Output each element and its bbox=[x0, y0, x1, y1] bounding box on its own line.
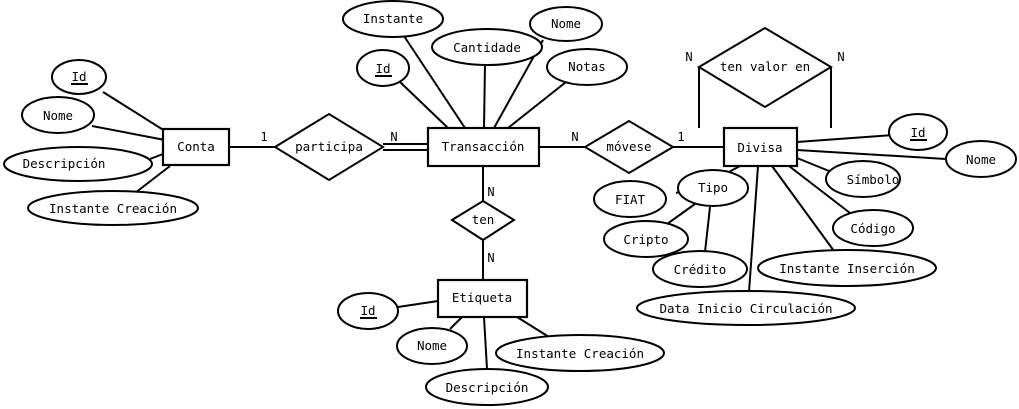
cardinalities: 1 N N 1 N N N N bbox=[260, 50, 844, 265]
attribute-divisa-tipo-label: Tipo bbox=[698, 180, 728, 195]
relationship-ten-valor-en[interactable]: ten valor en bbox=[697, 26, 833, 109]
attribute-etiqueta-descripcion[interactable]: Descripción bbox=[425, 368, 549, 406]
line-divisa-nome bbox=[796, 149, 947, 160]
line-divisa-id bbox=[796, 134, 894, 143]
relationship-ten-valor-en-label: ten valor en bbox=[720, 59, 810, 74]
attribute-tipo-credito-label: Crédito bbox=[674, 262, 727, 277]
attribute-etiqueta-instante-creacion-label: Instante Creación bbox=[516, 346, 644, 361]
cardinality-conta-participa: 1 bbox=[260, 130, 267, 144]
relationship-ten[interactable]: ten bbox=[450, 199, 516, 242]
cardinality-ten-etiqueta: N bbox=[487, 251, 494, 265]
attribute-divisa-data-inicio-circulacion[interactable]: Data Inicio Circulación bbox=[636, 290, 856, 326]
attribute-divisa-data-inicio-circulacion-label: Data Inicio Circulación bbox=[659, 301, 832, 316]
attribute-conta-id[interactable]: Id bbox=[51, 59, 107, 95]
attribute-conta-descripcion-label: Descripción bbox=[23, 156, 106, 171]
attribute-transaccion-cantidade-label: Cantidade bbox=[453, 40, 521, 55]
relationship-participa[interactable]: participa bbox=[273, 112, 385, 182]
line-transaccion-cantidade bbox=[483, 63, 486, 129]
entity-conta-label: Conta bbox=[177, 139, 215, 154]
line-transaccion-notas bbox=[507, 81, 567, 129]
line-divisa-codigo bbox=[788, 165, 851, 214]
cardinality-ten-valor-en-left: N bbox=[685, 50, 692, 64]
relationship-participa-label: participa bbox=[295, 139, 363, 154]
entity-etiqueta-label: Etiqueta bbox=[452, 290, 512, 305]
cardinality-movese-divisa: 1 bbox=[677, 130, 684, 144]
line-etiqueta-instante-creacion bbox=[516, 316, 550, 338]
line-conta-id bbox=[102, 91, 166, 132]
line-etiqueta-nome bbox=[449, 316, 463, 330]
entity-divisa-label: Divisa bbox=[737, 140, 782, 155]
attribute-transaccion-nome-label: Nome bbox=[551, 16, 581, 31]
cardinality-transaccion-ten: N bbox=[487, 185, 494, 199]
attribute-conta-instante-creacion-label: Instante Creación bbox=[49, 201, 177, 216]
line-conta-descripcion bbox=[149, 153, 164, 160]
attribute-transaccion-cantidade[interactable]: Cantidade bbox=[431, 28, 543, 66]
attribute-divisa-simbolo[interactable]: Símbolo bbox=[825, 160, 901, 198]
attribute-etiqueta-nome[interactable]: Nome bbox=[396, 327, 468, 365]
attribute-transaccion-notas[interactable]: Notas bbox=[546, 48, 628, 86]
attribute-etiqueta-id[interactable]: Id bbox=[337, 292, 399, 330]
attribute-divisa-codigo[interactable]: Código bbox=[832, 209, 914, 247]
attribute-etiqueta-nome-label: Nome bbox=[417, 338, 447, 353]
attribute-transaccion-notas-label: Notas bbox=[568, 59, 606, 74]
line-transaccion-id bbox=[399, 81, 449, 129]
attribute-conta-descripcion[interactable]: Descripción bbox=[3, 146, 153, 182]
attribute-divisa-instante-insercion-label: Instante Inserción bbox=[779, 261, 914, 276]
attribute-divisa-nome-label: Nome bbox=[966, 152, 996, 167]
attribute-divisa-tipo[interactable]: Tipo bbox=[677, 169, 749, 207]
cardinality-participa-transaccion: N bbox=[390, 130, 397, 144]
attribute-conta-nome[interactable]: Nome bbox=[21, 96, 95, 134]
relationship-movese-label: móvese bbox=[606, 139, 651, 154]
attribute-transaccion-instante-label: Instante bbox=[363, 11, 423, 26]
attribute-tipo-cripto-label: Cripto bbox=[623, 232, 668, 247]
attribute-etiqueta-id-label: Id bbox=[360, 303, 375, 318]
attribute-transaccion-nome[interactable]: Nome bbox=[529, 6, 603, 42]
attribute-transaccion-id-label: Id bbox=[375, 61, 390, 76]
line-etiqueta-id bbox=[397, 300, 439, 308]
attribute-tipo-cripto[interactable]: Cripto bbox=[603, 220, 689, 258]
cardinality-transaccion-movese: N bbox=[571, 130, 578, 144]
line-transaccion-instante bbox=[403, 35, 466, 129]
relationship-movese[interactable]: móvese bbox=[583, 119, 675, 175]
attribute-conta-nome-label: Nome bbox=[43, 108, 73, 123]
cardinality-ten-valor-en-right: N bbox=[837, 50, 844, 64]
line-tipo-cripto bbox=[666, 203, 696, 225]
attribute-divisa-nome[interactable]: Nome bbox=[945, 140, 1017, 178]
attribute-divisa-id[interactable]: Id bbox=[888, 113, 948, 151]
line-divisa-simbolo bbox=[796, 157, 830, 172]
entity-divisa[interactable]: Divisa bbox=[722, 126, 799, 168]
attribute-divisa-id-label: Id bbox=[910, 125, 925, 140]
line-conta-nome bbox=[91, 125, 166, 141]
entity-etiqueta[interactable]: Etiqueta bbox=[436, 278, 529, 319]
relationship-ten-label: ten bbox=[472, 212, 495, 227]
attribute-tipo-fiat[interactable]: FIAT bbox=[593, 180, 667, 218]
line-divisa-instante-insercion bbox=[771, 165, 835, 252]
attribute-etiqueta-descripcion-label: Descripción bbox=[446, 380, 529, 395]
attribute-divisa-instante-insercion[interactable]: Instante Inserción bbox=[757, 249, 937, 287]
attribute-conta-instante-creacion[interactable]: Instante Creación bbox=[27, 190, 199, 226]
attribute-tipo-fiat-label: FIAT bbox=[615, 192, 646, 207]
entity-transaccion-label: Transacción bbox=[442, 139, 525, 154]
entity-conta[interactable]: Conta bbox=[161, 127, 231, 167]
entity-transaccion[interactable]: Transacción bbox=[426, 126, 541, 168]
line-conta-instante-creacion bbox=[134, 165, 171, 194]
line-tipo-credito bbox=[704, 206, 711, 253]
attribute-divisa-simbolo-label: Símbolo bbox=[847, 172, 900, 187]
line-divisa-data-inicio bbox=[748, 165, 759, 293]
attribute-tipo-credito[interactable]: Crédito bbox=[652, 250, 748, 288]
attribute-divisa-codigo-label: Código bbox=[850, 221, 895, 236]
attribute-transaccion-id[interactable]: Id bbox=[356, 49, 410, 87]
attribute-conta-id-label: Id bbox=[71, 69, 86, 84]
line-etiqueta-descripcion bbox=[483, 316, 488, 370]
attribute-etiqueta-instante-creacion[interactable]: Instante Creación bbox=[495, 334, 665, 372]
attribute-transaccion-instante[interactable]: Instante bbox=[342, 0, 444, 38]
